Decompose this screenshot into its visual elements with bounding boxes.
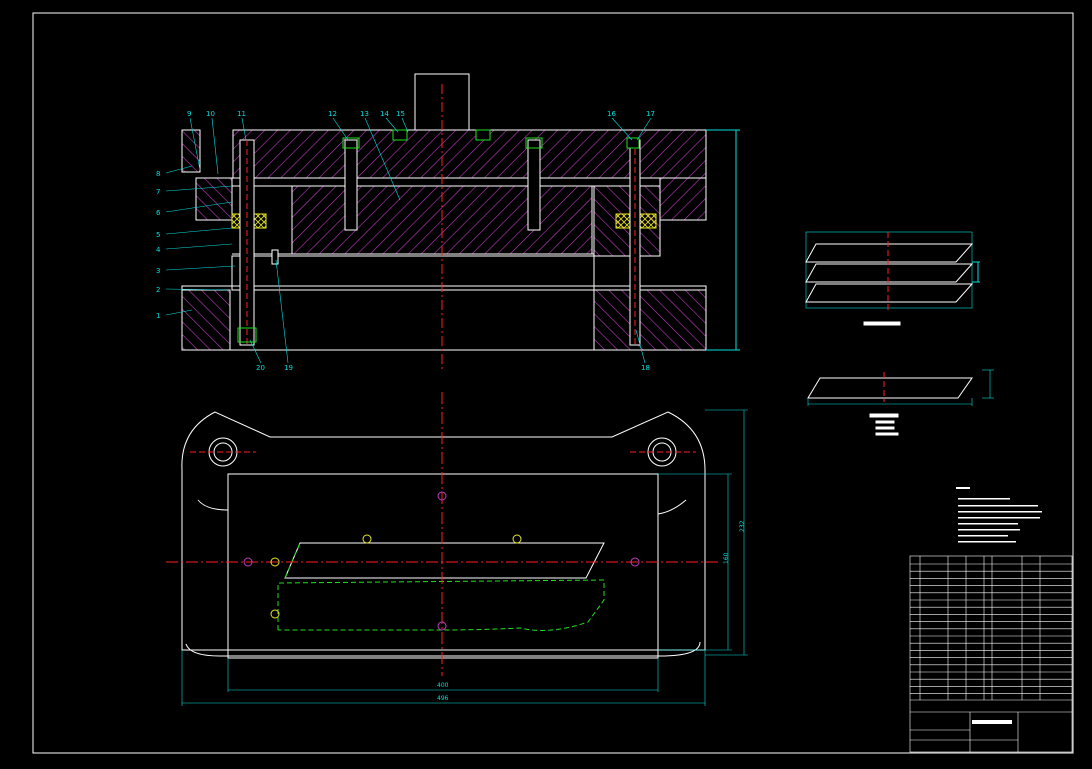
die-plate-plan xyxy=(227,473,659,659)
callout-4: 4 xyxy=(156,246,161,254)
left-post-block xyxy=(181,129,201,173)
upper-seat-step xyxy=(659,177,707,221)
callout-8: 8 xyxy=(156,170,160,178)
screw-right xyxy=(527,139,541,231)
part-blank-view xyxy=(807,369,994,436)
callout-5: 5 xyxy=(156,231,160,239)
callout-18: 18 xyxy=(641,364,650,372)
dim-400: 400 xyxy=(437,682,449,689)
dim-160: 160 xyxy=(723,552,730,564)
screw-14 xyxy=(392,129,408,141)
plan-holes xyxy=(243,491,640,631)
callout-7: 7 xyxy=(156,188,160,196)
callout-13: 13 xyxy=(360,110,369,118)
blank-outline-upper xyxy=(284,542,605,579)
callout-1: 1 xyxy=(156,312,160,320)
dim-232: 232 xyxy=(739,520,746,532)
lower-die-outline xyxy=(181,411,706,651)
left-block xyxy=(195,177,233,221)
plan-view xyxy=(166,392,720,676)
callout-6: 6 xyxy=(156,209,161,217)
right-lower-block xyxy=(593,289,707,351)
callout-20: 20 xyxy=(256,364,265,372)
die-plate xyxy=(231,255,595,291)
callout-9: 9 xyxy=(187,110,191,118)
callout-15: 15 xyxy=(396,110,405,118)
pin-19 xyxy=(271,249,279,265)
screw-mid xyxy=(475,129,491,141)
lower-die-base xyxy=(181,285,707,351)
screw-17 xyxy=(626,137,640,149)
technical-notes xyxy=(956,487,1042,543)
callout-19: 19 xyxy=(284,364,293,372)
callouts xyxy=(165,117,652,364)
callout-10: 10 xyxy=(206,110,215,118)
screw-12 xyxy=(344,139,358,231)
callout-12: 12 xyxy=(328,110,337,118)
part-strip-view xyxy=(805,231,980,326)
callout-11: 11 xyxy=(237,110,246,118)
callout-14: 14 xyxy=(380,110,389,118)
callout-3: 3 xyxy=(156,267,160,275)
drawing-border xyxy=(32,12,1074,754)
callout-2: 2 xyxy=(156,286,160,294)
title-block xyxy=(909,555,1073,753)
plan-dimensions xyxy=(181,409,748,706)
callout-17: 17 xyxy=(646,110,655,118)
dim-496: 496 xyxy=(437,695,449,702)
callout-16: 16 xyxy=(607,110,616,118)
blank-outline-lower xyxy=(277,579,605,631)
section-view xyxy=(181,73,740,370)
left-lower-block xyxy=(181,289,231,351)
